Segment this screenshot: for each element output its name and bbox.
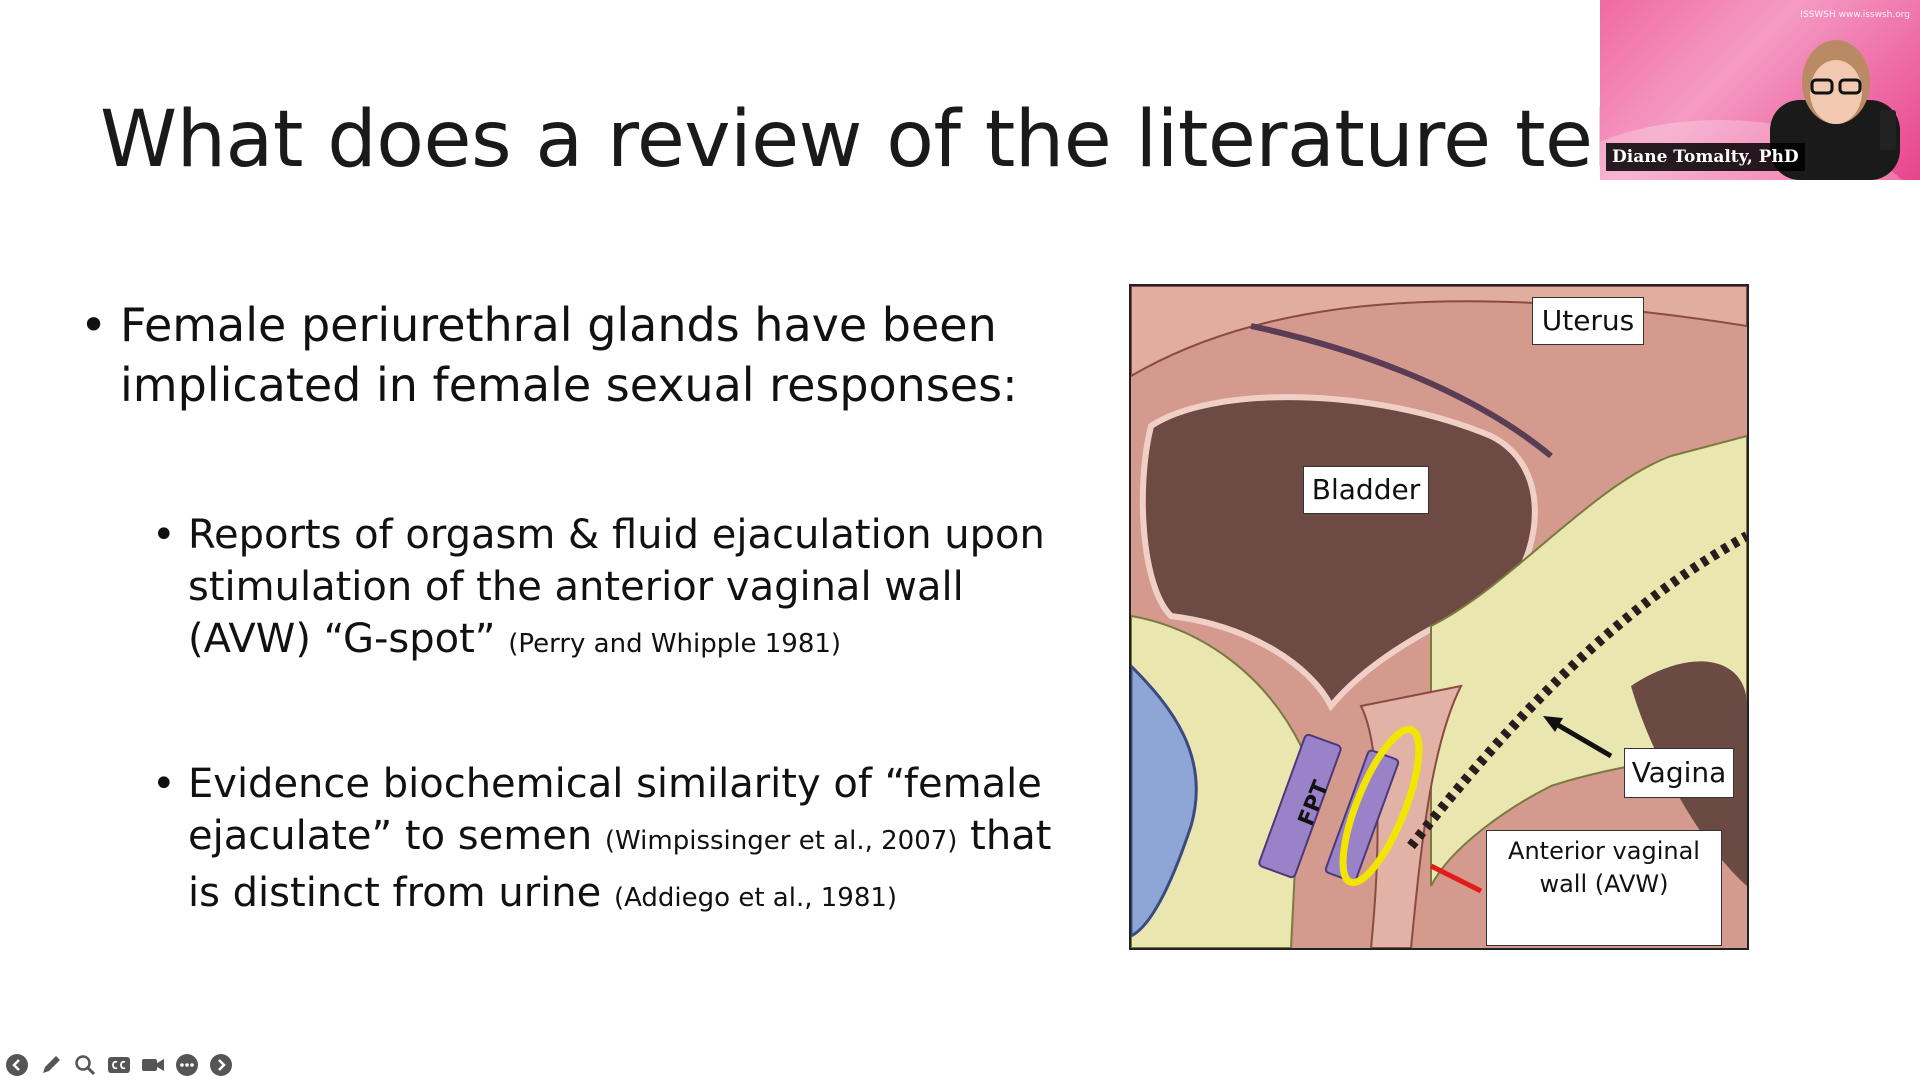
label-bladder: Bladder <box>1303 466 1429 514</box>
avw-pointer-line <box>1429 863 1483 894</box>
zoom-icon <box>75 1055 96 1076</box>
pen-icon <box>43 1056 60 1073</box>
anatomy-drawing <box>1131 286 1747 948</box>
microphone <box>1880 110 1896 150</box>
forward-icon <box>210 1054 232 1076</box>
avw-highlight-ellipse <box>1339 725 1423 887</box>
captions-button[interactable] <box>106 1052 132 1078</box>
presenter-name-tag: Diane Tomalty, PhD <box>1606 143 1805 171</box>
bullet-list: Female periurethral glands have been imp… <box>80 295 1070 924</box>
bullet-sub-2-text-b: that is distinct from urine <box>188 813 1052 916</box>
camera-button[interactable] <box>140 1052 166 1078</box>
forward-button[interactable] <box>208 1052 234 1078</box>
camera-icon <box>142 1059 164 1071</box>
label-uterus: Uterus <box>1532 297 1644 345</box>
bullet-sub-2: Evidence biochemical similarity of “fema… <box>152 758 1070 924</box>
back-icon <box>6 1054 28 1076</box>
bullet-sub-2-text-a: Evidence biochemical similarity of “fema… <box>188 761 1042 859</box>
vagina-pointer-line <box>1549 718 1613 759</box>
pubic-bone <box>1131 663 1198 938</box>
label-vagina: Vagina <box>1624 748 1734 798</box>
presenter-video-tile[interactable]: ISSWSH www.isswsh.org Diane Tomalty, PhD <box>1600 0 1920 180</box>
zoom-button[interactable] <box>72 1052 98 1078</box>
bullet-sub-1-text: Reports of orgasm & fluid ejaculation up… <box>188 512 1045 662</box>
slide-title: What does a review of the literature tel… <box>100 95 1749 185</box>
upper-tissue <box>1131 286 1747 378</box>
presenter-face <box>1810 60 1862 124</box>
label-anterior-vaginal-wall: Anterior vaginal wall (AVW) <box>1486 830 1722 946</box>
vessel <box>1250 323 1553 459</box>
vaginal-canal <box>1407 531 1747 850</box>
isswsh-logo: ISSWSH www.isswsh.org <box>1800 10 1910 20</box>
anatomy-illustration: FPT Uterus Bladder Vagina Anterior vagin… <box>1129 284 1749 950</box>
glasses-left <box>1810 78 1834 95</box>
bullet-sub-2-citation-a: (Wimpissinger et al., 2007) <box>604 826 958 856</box>
more-button[interactable] <box>174 1052 200 1078</box>
bullet-sub-1-citation: (Perry and Whipple 1981) <box>508 629 842 659</box>
back-button[interactable] <box>4 1052 30 1078</box>
glasses-right <box>1838 78 1862 95</box>
captions-icon <box>108 1057 130 1073</box>
presentation-toolbar <box>4 1052 234 1078</box>
bullet-sub-1: Reports of orgasm & fluid ejaculation up… <box>152 509 1070 670</box>
more-icon <box>176 1054 198 1076</box>
bullet-sub-2-citation-b: (Addiego et al., 1981) <box>613 883 898 913</box>
vagina-arrowhead <box>1543 716 1563 732</box>
pen-button[interactable] <box>38 1052 64 1078</box>
bullet-main: Female periurethral glands have been imp… <box>80 295 1070 415</box>
fpt-gland-left <box>1258 733 1342 879</box>
bullet-main-text: Female periurethral glands have been imp… <box>120 298 1018 412</box>
